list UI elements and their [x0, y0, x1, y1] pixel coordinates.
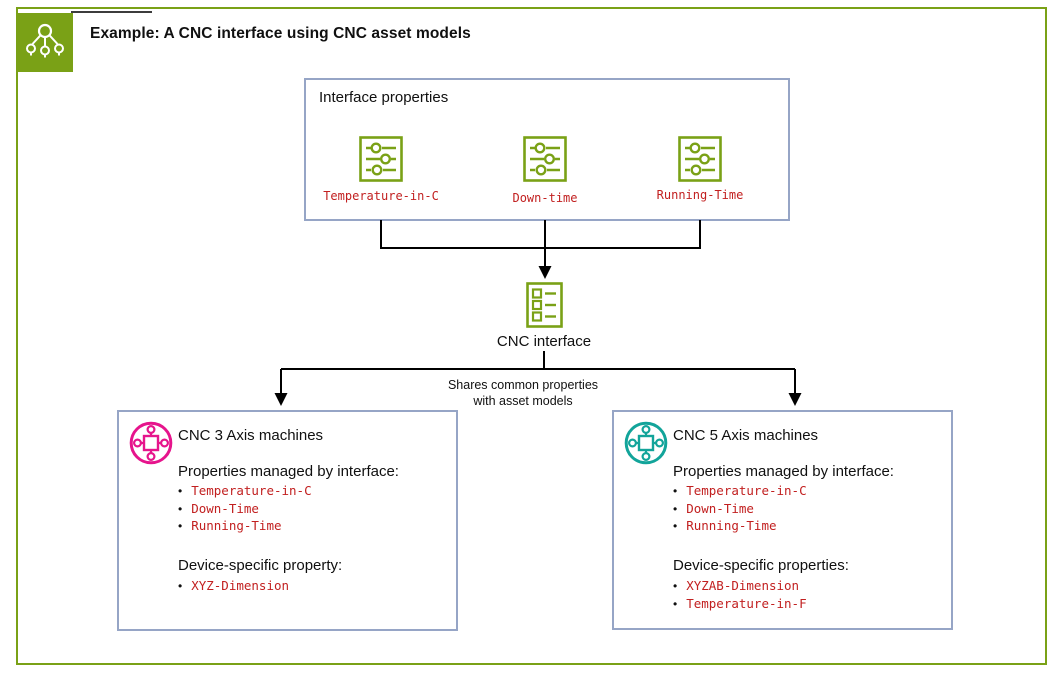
bullet-dot: •: [673, 519, 678, 533]
specific-heading: Device-specific properties:: [673, 557, 849, 574]
share-note: Shares common properties with asset mode…: [447, 378, 599, 408]
box-title: CNC 5 Axis machines: [673, 427, 819, 444]
sliders-icon: [523, 136, 567, 182]
bullet-dot: •: [673, 501, 678, 516]
cnc-interface-node: [526, 282, 563, 328]
specific-property-list: •XYZAB-Dimension •Temperature-in-F: [673, 579, 943, 615]
specific-heading: Device-specific property:: [178, 557, 343, 574]
asset-model-box-cnc5: CNC 5 Axis machines Properties managed b…: [612, 410, 953, 630]
asset-model-box-cnc3: CNC 3 Axis machines Properties managed b…: [117, 410, 458, 631]
property-label: Down-time: [512, 191, 578, 205]
property-bullet: •Down-Time: [673, 500, 754, 516]
asset-model-icon: [129, 421, 173, 465]
property-bullet: •Temperature-in-C: [673, 483, 807, 499]
managed-heading: Properties managed by interface:: [178, 463, 399, 480]
bullet-dot: •: [178, 484, 183, 498]
bullet-dot: •: [673, 579, 678, 593]
sliders-icon: [359, 136, 403, 182]
property-bullet: •XYZ-Dimension: [178, 578, 290, 594]
property-bullet: •Running-Time: [673, 518, 777, 534]
bullet-dot: •: [178, 579, 183, 593]
property-bullet: •Down-Time: [178, 500, 259, 516]
managed-property-list: •Temperature-in-C •Down-Time •Running-Ti…: [673, 484, 943, 537]
sliders-icon: [678, 136, 722, 182]
bullet-dot: •: [178, 519, 183, 533]
figure-frame: [16, 7, 1047, 665]
managed-heading: Properties managed by interface:: [673, 463, 894, 480]
bullet-dot: •: [673, 484, 678, 498]
property-bullet: •Running-Time: [178, 518, 282, 534]
asset-model-icon: [624, 421, 668, 465]
property-bullet: •XYZAB-Dimension: [673, 578, 800, 594]
property-bullet: •Temperature-in-C: [178, 483, 312, 499]
managed-property-list: •Temperature-in-C •Down-Time •Running-Ti…: [178, 484, 448, 537]
property-bullet: •Temperature-in-F: [673, 596, 807, 612]
property-label: Running-Time: [656, 188, 744, 202]
page-title: Example: A CNC interface using CNC asset…: [90, 25, 471, 42]
bullet-dot: •: [673, 597, 678, 611]
service-badge: [16, 13, 73, 72]
bullet-dot: •: [178, 501, 183, 516]
asset-hierarchy-icon: [25, 23, 64, 57]
checklist-icon: [526, 282, 563, 328]
frame-top-accent: [71, 11, 152, 13]
interface-properties-label: Interface properties: [319, 89, 449, 106]
specific-property-list: •XYZ-Dimension: [178, 579, 448, 597]
cnc-interface-label: CNC interface: [496, 333, 592, 350]
box-title: CNC 3 Axis machines: [178, 427, 324, 444]
property-label: Temperature-in-C: [323, 189, 439, 203]
